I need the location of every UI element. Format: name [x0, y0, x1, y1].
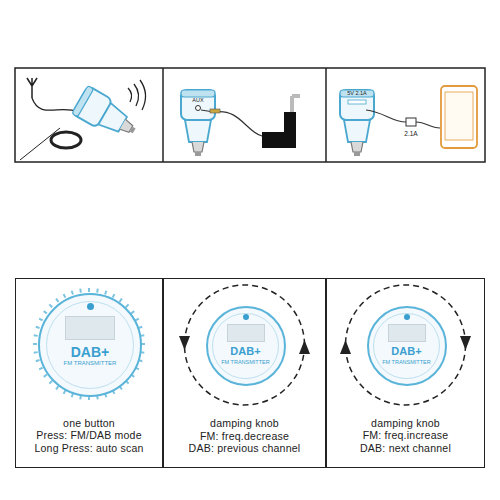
dashboard-line: [20, 128, 60, 160]
socket-ring: [51, 132, 81, 148]
aux-cable: [201, 110, 262, 136]
aux-plug: [210, 109, 220, 113]
knurl-tick: [49, 304, 52, 307]
part-label: 5V 2.1A: [347, 91, 367, 97]
knurl-tick: [39, 368, 43, 370]
knurled-edge: [33, 288, 145, 400]
signal-waves: [128, 80, 146, 110]
instruction-panel: damping knobFM: freq.increaseDAB: next c…: [326, 278, 485, 468]
part-label: AUX: [192, 98, 203, 104]
rotation-ring: [185, 285, 305, 405]
knurl-tick: [72, 291, 73, 295]
instruction-panel: one buttonPress: FM/DAB modeLong Press: …: [15, 278, 163, 468]
panel-frame: [15, 68, 485, 162]
caption-line: FM: freq.increase: [327, 429, 484, 441]
car-charger: [340, 90, 374, 156]
knurl-tick: [56, 299, 58, 302]
button-dot: [243, 314, 249, 320]
caption-line: DAB: next channel: [327, 442, 484, 454]
antenna-symbol: [27, 78, 37, 98]
lcd-screen: [227, 324, 265, 342]
caption-line: Long Press: auto scan: [16, 442, 162, 454]
caption-block: one buttonPress: FM/DAB modeLong Press: …: [16, 417, 162, 454]
caption-block: damping knobFM: freq.decreaseDAB: previo…: [164, 417, 325, 455]
brand-mark: DAB+: [391, 346, 421, 358]
car-charger: [72, 86, 142, 145]
instruction-panel: damping knobFM: freq.decreaseDAB: previo…: [163, 278, 326, 468]
panel-divider: [162, 68, 164, 162]
knurl-tick: [88, 288, 90, 292]
caption-block: damping knobFM: freq.increaseDAB: next c…: [327, 417, 484, 454]
usb-plug: [406, 118, 416, 126]
knurl-tick: [36, 360, 40, 361]
device-subtitle: FM TRANSMITTER: [221, 359, 269, 365]
knurl-tick: [44, 375, 47, 377]
lcd-screen: [65, 316, 115, 340]
knurl-tick: [33, 343, 37, 345]
knurl-tick: [39, 319, 43, 321]
knurl-tick: [34, 334, 38, 337]
antenna-wire: [32, 98, 78, 112]
panel-divider: [325, 68, 327, 162]
usb-port: [348, 100, 366, 104]
knurl-tick: [79, 289, 82, 293]
knurl-tick: [44, 311, 47, 313]
usb-cable: [416, 122, 440, 128]
transmitter-dial: DAB+FM TRANSMITTER: [206, 306, 286, 386]
transmitter-dial: DAB+FM TRANSMITTER: [38, 293, 142, 397]
caption-heading: damping knob: [164, 417, 325, 430]
caption-line: DAB: previous channel: [164, 442, 325, 455]
knurl-tick: [64, 294, 66, 298]
aux-jack: [196, 106, 201, 111]
caption-line: FM: freq.decrease: [164, 430, 325, 443]
button-dot: [87, 303, 94, 310]
caption-line: Press: FM/DAB mode: [16, 429, 162, 441]
phone: [441, 86, 477, 148]
arrowhead: [340, 340, 351, 354]
device-subtitle: FM TRANSMITTER: [382, 359, 430, 365]
caption-heading: damping knob: [327, 417, 484, 429]
phone-screen: [445, 92, 473, 140]
aux-socket: [262, 112, 296, 148]
device-subtitle: FM TRANSMITTER: [64, 360, 117, 367]
knurl-tick: [113, 294, 115, 298]
car-charger: [181, 90, 215, 156]
part-label: 2.1A: [404, 131, 417, 138]
knurl-tick: [34, 351, 38, 354]
rotation-ring: [346, 285, 466, 405]
transmitter-dial: DAB+FM TRANSMITTER: [367, 306, 447, 386]
knurl-tick: [105, 291, 106, 295]
lcd-screen: [388, 324, 426, 342]
arrowhead: [460, 336, 471, 350]
brand-mark: DAB+: [230, 346, 260, 358]
usb-cable: [366, 110, 406, 122]
button-dot: [404, 314, 410, 320]
arrowhead: [179, 336, 190, 350]
brand-mark: DAB+: [71, 345, 110, 360]
knurl-tick: [36, 327, 40, 328]
knurl-tick: [96, 289, 99, 293]
arrowhead: [299, 340, 310, 354]
caption-heading: one button: [16, 417, 162, 429]
knurl-tick: [120, 299, 122, 302]
